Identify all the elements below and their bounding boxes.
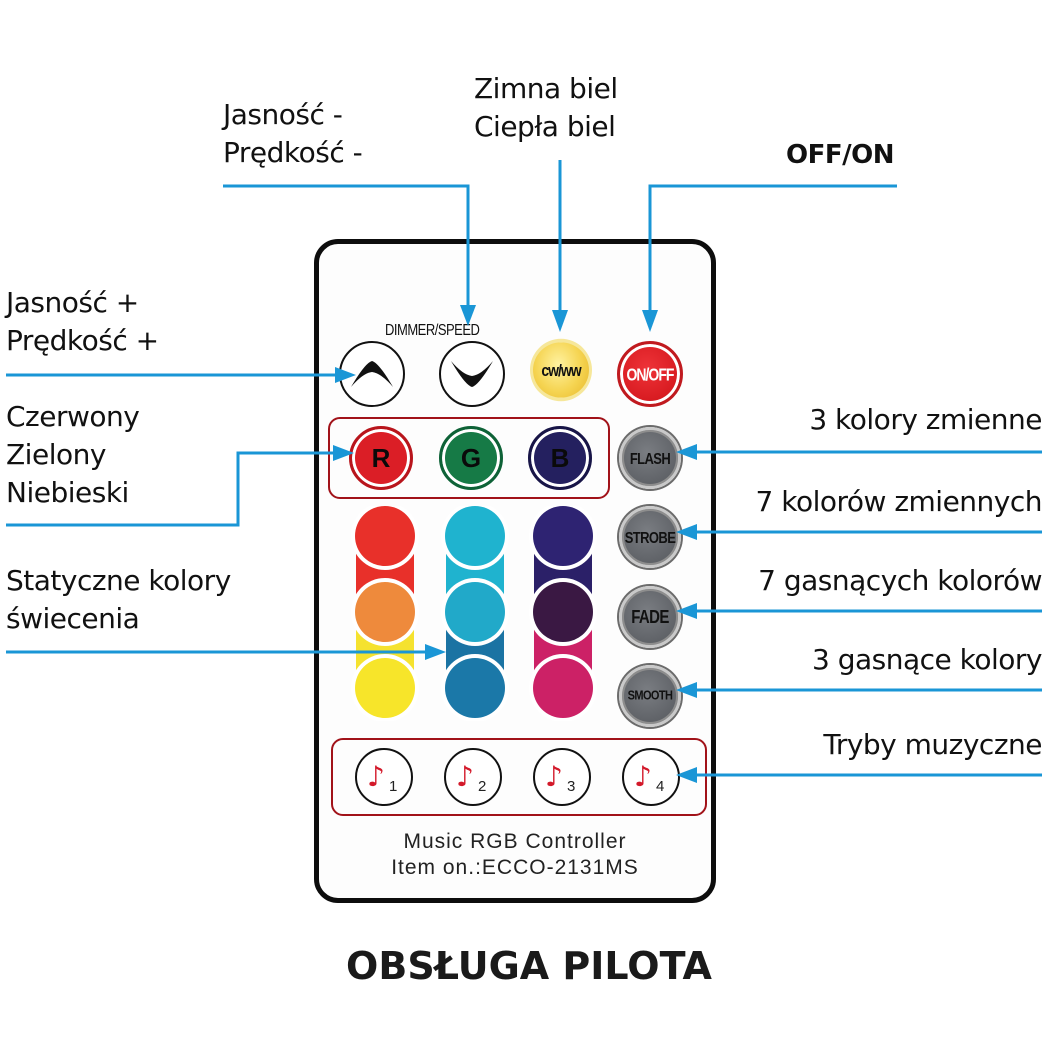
brightness-down-button[interactable] (439, 341, 505, 407)
rgb-button-group (328, 417, 610, 499)
static-color-button[interactable] (355, 658, 415, 718)
flash-label: FLASH (629, 449, 671, 467)
music-note-icon: ♪ (634, 760, 652, 793)
music-mode-number: 2 (478, 778, 487, 795)
strobe-label: STROBE (624, 528, 676, 546)
dimmer-speed-label: DIMMER/SPEED (385, 320, 480, 339)
cw-ww-label: CW/WW (541, 360, 581, 380)
music-mode-group (331, 738, 707, 816)
label-line: Zielony (6, 438, 106, 471)
static-color-button[interactable] (445, 506, 505, 566)
music-note-icon: ♪ (456, 760, 474, 793)
on-off-label: ON/OFF (626, 364, 675, 384)
music-mode-2-button[interactable]: ♪2 (444, 748, 502, 806)
arrow-off-on (648, 184, 897, 318)
flash-button[interactable]: FLASH (619, 427, 681, 489)
label-line: Prędkość + (6, 324, 159, 357)
music-mode-1-button[interactable]: ♪1 (355, 748, 413, 806)
item-number: Item on.:ECCO-2131MS (391, 856, 639, 879)
label-strobe: 7 kolorów zmiennych (755, 485, 1043, 518)
label-dim-minus: Jasność - Prędkość - (223, 96, 363, 172)
arrow-dim-minus (223, 184, 470, 318)
label-line: Niebieski (6, 476, 129, 509)
arrow-rgb (6, 451, 340, 527)
label-line: Czerwony (6, 400, 140, 433)
label-line: Statyczne kolory (6, 564, 231, 597)
strobe-button[interactable]: STROBE (619, 506, 681, 568)
music-mode-3-button[interactable]: ♪3 (533, 748, 591, 806)
static-color-button[interactable] (533, 658, 593, 718)
label-dim-plus: Jasność + Prędkość + (6, 284, 159, 360)
cw-ww-button[interactable]: CW/WW (530, 338, 592, 402)
music-note-icon: ♪ (367, 760, 385, 793)
music-mode-number: 3 (567, 778, 576, 795)
red-button[interactable]: R (349, 426, 413, 490)
green-label: G (460, 442, 482, 473)
static-color-button[interactable] (355, 506, 415, 566)
static-color-button[interactable] (445, 582, 505, 642)
static-color-button[interactable] (445, 658, 505, 718)
label-static: Statyczne kolory świecenia (6, 562, 231, 638)
label-rgb: Czerwony Zielony Niebieski (6, 398, 140, 512)
label-line: Jasność + (6, 286, 139, 319)
static-color-button[interactable] (533, 582, 593, 642)
label-line: Prędkość - (223, 136, 363, 169)
static-color-button[interactable] (533, 506, 593, 566)
label-smooth: 3 gasnące kolory (812, 643, 1043, 676)
fade-button[interactable]: FADE (619, 586, 681, 648)
music-mode-number: 4 (656, 778, 665, 795)
remote-control-body: DIMMER/SPEED CW/WW ON/OFF R G B FLASH ST… (314, 239, 716, 903)
label-music: Tryby muzyczne (823, 728, 1042, 761)
label-off-on: OFF/ON (786, 140, 894, 170)
music-note-icon: ♪ (545, 760, 563, 793)
label-line: Zimna biel (474, 72, 618, 105)
music-mode-number: 1 (389, 778, 398, 795)
blue-button[interactable]: B (528, 426, 592, 490)
smooth-label: SMOOTH (627, 688, 673, 704)
blue-label: B (550, 442, 570, 473)
red-label: R (371, 442, 391, 473)
smooth-button[interactable]: SMOOTH (619, 665, 681, 727)
static-color-button[interactable] (355, 582, 415, 642)
label-flash: 3 kolory zmienne (809, 403, 1042, 436)
green-button[interactable]: G (439, 426, 503, 490)
label-cw-ww: Zimna biel Ciepła biel (474, 70, 618, 146)
fade-label: FADE (631, 606, 669, 628)
music-mode-4-button[interactable]: ♪4 (622, 748, 680, 806)
model-name: Music RGB Controller (403, 830, 627, 853)
label-line: Ciepła biel (474, 110, 616, 143)
label-line: świecenia (6, 602, 140, 635)
label-fade: 7 gasnących kolorów (758, 564, 1042, 597)
on-off-button[interactable]: ON/OFF (617, 341, 683, 407)
page-title: OBSŁUGA PILOTA (346, 944, 712, 988)
chevron-up-icon (351, 361, 393, 387)
label-line: Jasność - (223, 98, 343, 131)
static-color-buttons (351, 506, 597, 721)
chevron-down-icon (451, 361, 493, 387)
